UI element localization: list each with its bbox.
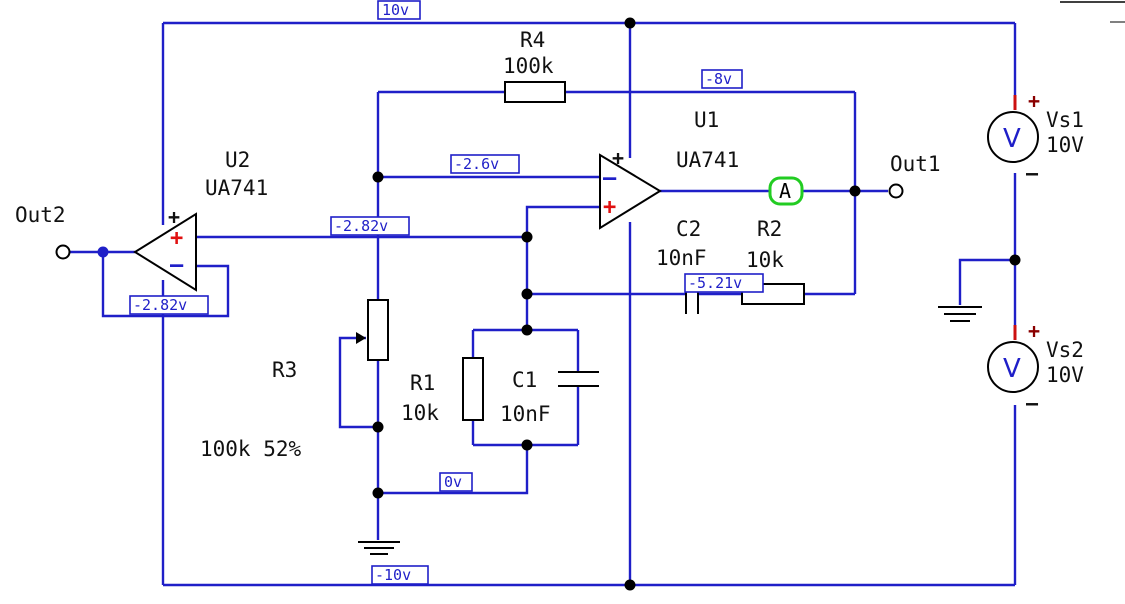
r4-value-label: 100k xyxy=(503,54,554,78)
vs1-value-label: 10V xyxy=(1046,133,1084,157)
u2-noninverting-sign: + xyxy=(170,226,183,251)
potentiometer-r3[interactable] xyxy=(356,299,389,361)
probe-u2-output-value: -2.82v xyxy=(133,296,187,314)
u2-supply-plus-sign: + xyxy=(168,205,180,229)
wires xyxy=(63,21,1017,587)
r3-ref-label: R3 xyxy=(272,358,297,382)
probe-ground-node[interactable]: 0v xyxy=(439,472,473,492)
probe-top-rail[interactable]: 10v xyxy=(377,0,421,20)
u2-ref-label: U2 xyxy=(225,148,250,172)
probe-u1-output-loop-value: -8v xyxy=(705,70,732,88)
u1-supply-plus-sign: + xyxy=(612,146,624,170)
c2-ref-label: C2 xyxy=(676,217,701,241)
resistor-r1[interactable] xyxy=(462,357,484,421)
r1-ref-label: R1 xyxy=(410,371,435,395)
opamp-u1[interactable]: – + + xyxy=(599,146,662,230)
vs2-plus-sign: + xyxy=(1028,319,1040,343)
probe-c2-node[interactable]: -5.21v xyxy=(684,273,764,293)
out1-label: Out1 xyxy=(890,152,941,176)
c1-ref-label: C1 xyxy=(512,368,537,392)
terminal-out1[interactable] xyxy=(888,183,904,199)
vs2-minus-sign: – xyxy=(1026,391,1039,415)
voltage-source-vs1[interactable]: V xyxy=(987,95,1039,163)
probe-u1-output-loop[interactable]: -8v xyxy=(701,69,743,89)
probe-u1-inverting[interactable]: -2.6v xyxy=(450,154,520,174)
probe-bottom-rail[interactable]: -10v xyxy=(371,565,429,585)
vs2-value-label: 10V xyxy=(1046,363,1084,387)
ammeter-symbol: A xyxy=(779,179,791,203)
probe-c2-node-value: -5.21v xyxy=(688,274,742,292)
u2-model-label: UA741 xyxy=(205,176,268,200)
u2-inverting-sign: – xyxy=(170,253,184,278)
capacitor-c1[interactable] xyxy=(558,371,599,387)
probe-bottom-rail-value: -10v xyxy=(375,566,411,584)
r2-value-label: 10k xyxy=(746,248,784,272)
vs1-minus-sign: – xyxy=(1026,161,1039,185)
ammeter[interactable]: A xyxy=(768,176,804,206)
probe-top-rail-value: 10v xyxy=(382,1,409,19)
c2-value-label: 10nF xyxy=(656,246,707,270)
probe-u1-noninverting-value: -2.82v xyxy=(334,217,388,235)
probe-ground-node-value: 0v xyxy=(444,473,462,491)
c1-value-label: 10nF xyxy=(500,402,551,426)
probe-u2-output[interactable]: -2.82v xyxy=(129,295,209,315)
u1-inverting-sign: – xyxy=(603,166,617,191)
u1-ref-label: U1 xyxy=(694,108,719,132)
vs1-ref-label: Vs1 xyxy=(1046,108,1084,132)
terminal-out2[interactable] xyxy=(55,244,71,260)
opamp-u2[interactable]: + – + xyxy=(133,205,197,292)
ground-symbol-left xyxy=(358,541,400,555)
out2-label: Out2 xyxy=(15,203,66,227)
vs2-symbol: V xyxy=(1003,354,1021,384)
vs1-plus-sign: + xyxy=(1028,89,1040,113)
u1-model-label: UA741 xyxy=(676,148,739,172)
voltage-source-vs2[interactable]: V xyxy=(987,325,1039,393)
vs2-ref-label: Vs2 xyxy=(1046,338,1084,362)
r3-value-label: 100k 52% xyxy=(200,437,302,461)
r1-value-label: 10k xyxy=(401,401,439,425)
r4-ref-label: R4 xyxy=(520,28,545,52)
resistor-r4[interactable] xyxy=(504,81,566,103)
ground-symbol-right xyxy=(938,306,982,322)
probe-u1-inverting-value: -2.6v xyxy=(454,155,499,173)
vs1-symbol: V xyxy=(1003,124,1021,154)
u1-noninverting-sign: + xyxy=(603,195,616,220)
r2-ref-label: R2 xyxy=(757,217,782,241)
junction-dots xyxy=(97,17,1021,591)
probe-u1-noninverting[interactable]: -2.82v xyxy=(330,216,410,236)
